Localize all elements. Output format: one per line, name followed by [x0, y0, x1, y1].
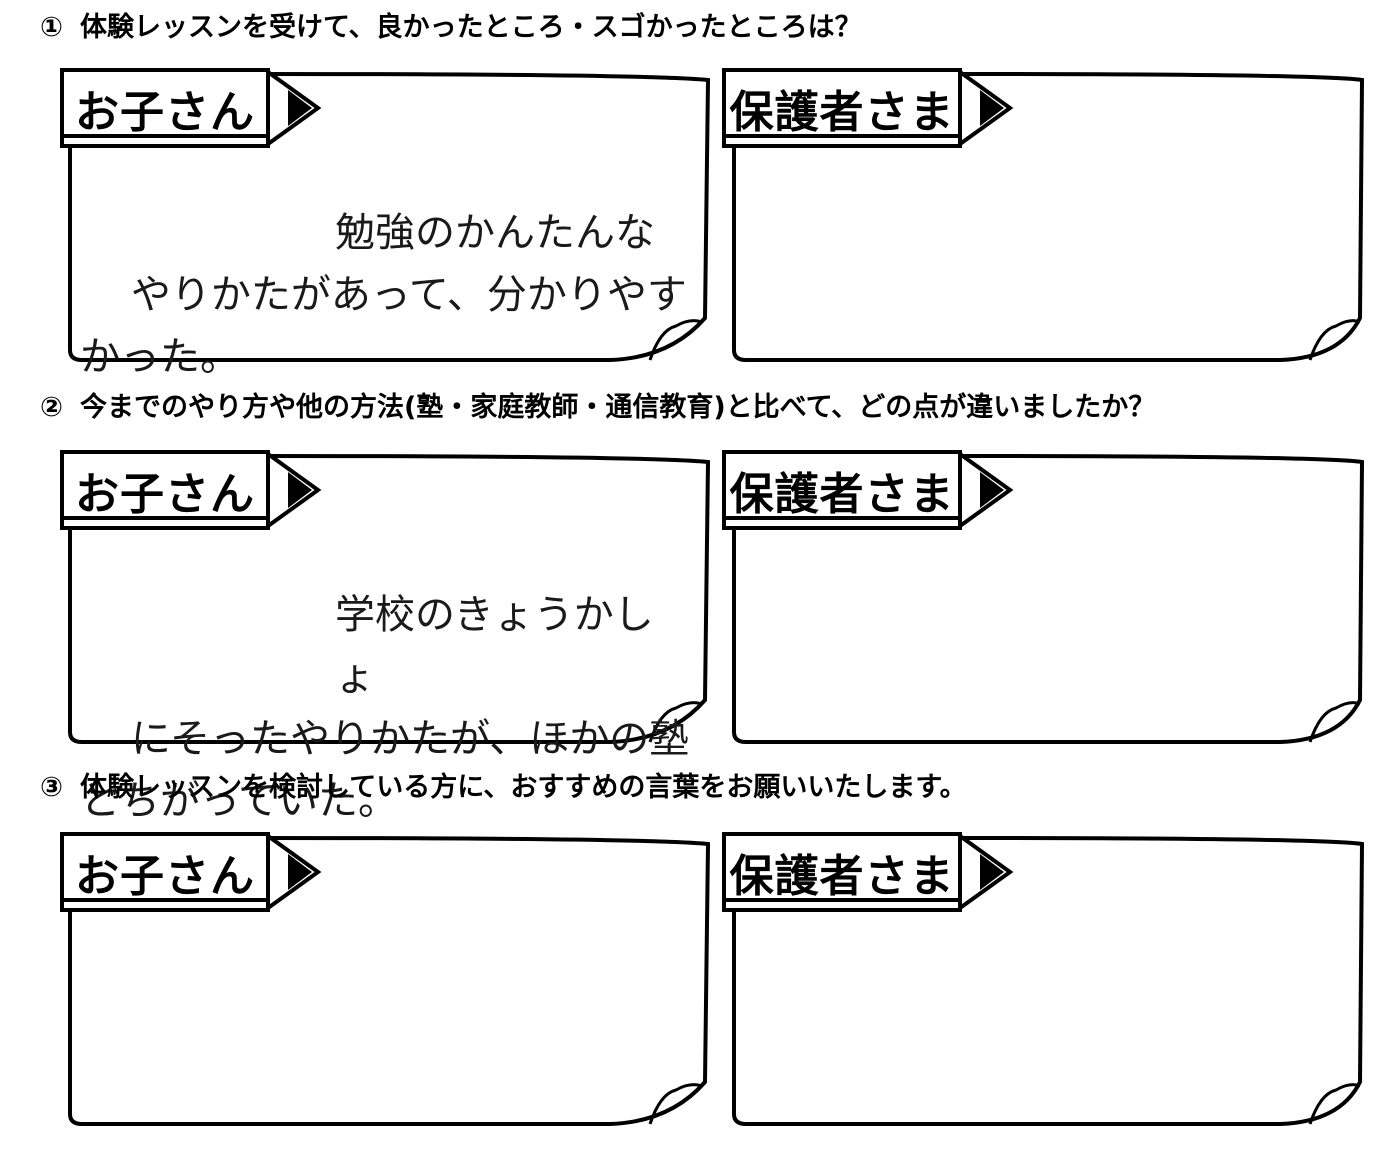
arrow-icon: [960, 834, 1014, 910]
answer-card-q2-parent: 保護者さま: [720, 450, 1380, 748]
question-text: 今までのやり方や他の方法(塾・家庭教師・通信教育)と比べて、どの点が違いましたか…: [80, 392, 1156, 423]
question-number: ②: [40, 392, 63, 423]
card-frame: [68, 72, 710, 362]
parent-label: 保護者さま: [722, 832, 962, 912]
arrow-icon: [268, 452, 322, 528]
child-answer[interactable]: 勉強のかんたんな やりかたがあって、分かりやすかった。: [80, 78, 690, 450]
arrow-icon: [960, 70, 1014, 146]
child-label: お子さん: [60, 68, 270, 148]
answer-card-q2-child: お子さん 学校のきょうかしょ にそったやりかたが、ほかの塾とちがっていた。: [50, 450, 710, 824]
answer-rest: やりかたがあって、分かりやすかった。: [80, 272, 687, 380]
question-2: ② 今までのやり方や他の方法(塾・家庭教師・通信教育)と比べて、どの点が違いました…: [40, 386, 1380, 430]
answer-rest: にそったやりかたが、ほかの塾とちがっていた。: [80, 716, 690, 824]
parent-label: 保護者さま: [722, 68, 962, 148]
answer-card-q1-parent: 保護者さま: [720, 68, 1380, 366]
arrow-icon: [268, 834, 322, 910]
card-frame: [732, 836, 1365, 1126]
card-frame: [732, 72, 1365, 362]
child-answer[interactable]: 学校のきょうかしょ にそったやりかたが、ほかの塾とちがっていた。: [80, 460, 690, 894]
question-number: ③: [40, 772, 63, 803]
answer-line-1: 学校のきょうかしょ: [335, 592, 654, 700]
card-frame: [68, 836, 710, 1126]
question-3: ③ 体験レッスンを検討している方に、おすすめの言葉をお願いいたします。: [40, 766, 1380, 810]
answer-card-q3-parent: 保護者さま: [720, 832, 1380, 1130]
arrow-icon: [960, 452, 1014, 528]
child-label: お子さん: [60, 450, 270, 530]
question-number: ①: [40, 12, 63, 43]
arrow-icon: [268, 70, 322, 146]
child-label: お子さん: [60, 832, 270, 912]
question-text: 体験レッスンを検討している方に、おすすめの言葉をお願いいたします。: [80, 772, 967, 803]
answer-card-q3-child: お子さん: [50, 832, 710, 1130]
parent-label: 保護者さま: [722, 450, 962, 530]
question-1: ① 体験レッスンを受けて、良かったところ・スゴかったところは？: [40, 6, 1380, 50]
card-frame: [68, 454, 710, 744]
answer-line-1: 勉強のかんたんな: [335, 210, 655, 256]
question-text: 体験レッスンを受けて、良かったところ・スゴかったところは？: [80, 12, 862, 43]
card-frame: [732, 454, 1365, 744]
answer-card-q1-child: お子さん 勉強のかんたんな やりかたがあって、分かりやすかった。: [50, 68, 710, 380]
